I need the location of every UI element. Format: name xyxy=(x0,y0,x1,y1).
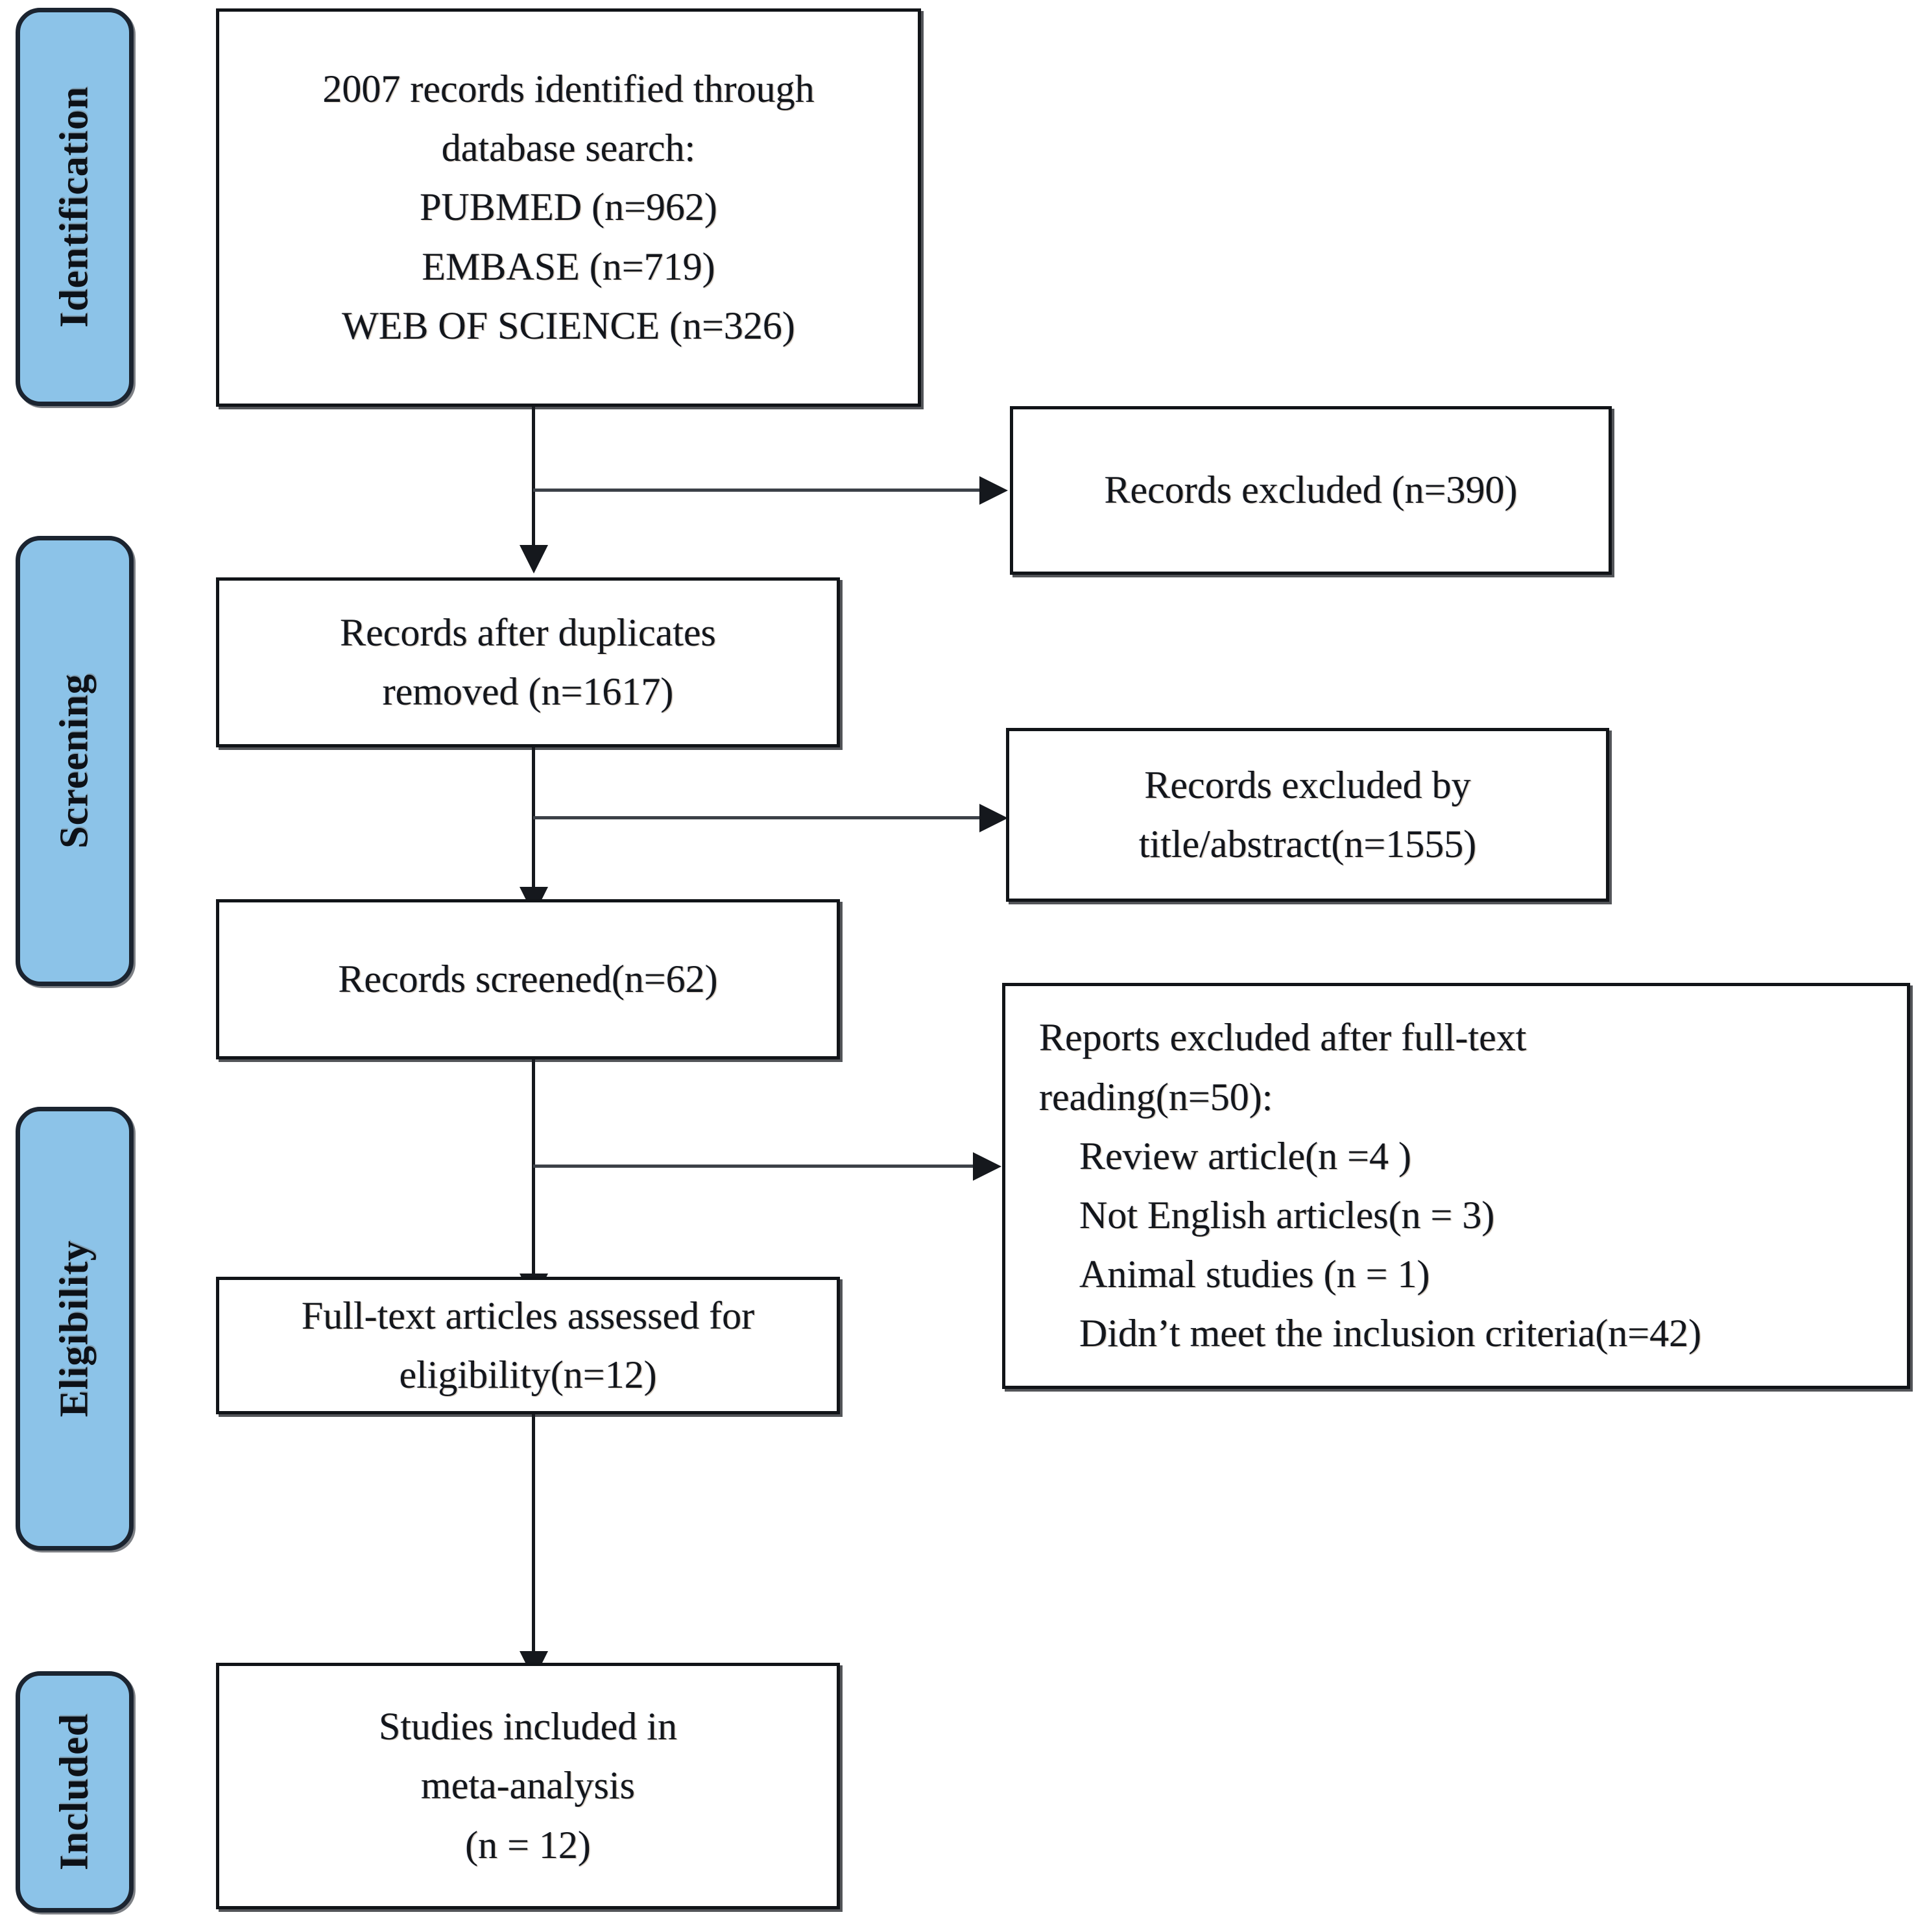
arrowhead-to-title-abstract xyxy=(979,804,1008,832)
reports-excluded-line-2: reading(n=50): xyxy=(1039,1075,1273,1118)
box-records-screened: Records screened(n=62) xyxy=(216,899,840,1059)
records-excluded-line-1: Records excluded (n=390) xyxy=(1104,468,1518,512)
connector-screened-to-full-text xyxy=(532,1058,535,1279)
records-identified-line-3: PUBMED (n=962) xyxy=(420,186,717,229)
box-records-excluded: Records excluded (n=390) xyxy=(1010,406,1612,575)
records-identified-line-4: EMBASE (n=719) xyxy=(422,245,715,288)
records-excluded-title-abstract-line-1: Records excluded by xyxy=(1144,763,1471,806)
connector-after-duplicates-to-title-abstract xyxy=(533,816,981,819)
arrowhead-to-after-duplicates xyxy=(520,545,548,574)
phase-pill-identification: Identification xyxy=(16,8,134,406)
box-records-excluded-title-abstract: Records excluded by title/abstract(n=155… xyxy=(1006,728,1609,902)
box-full-text-articles-assessed: Full-text articles assessed for eligibil… xyxy=(216,1277,840,1414)
studies-included-line-2: meta-analysis xyxy=(421,1764,635,1807)
phase-pill-eligibility: Eligibility xyxy=(16,1107,134,1551)
phase-label-identification: Identification xyxy=(52,86,97,328)
records-after-duplicates-line-1: Records after duplicates xyxy=(340,610,716,654)
phase-label-included: Included xyxy=(52,1713,97,1871)
arrowhead-to-reports-excluded xyxy=(973,1152,1001,1181)
box-studies-included: Studies included in meta-analysis (n = 1… xyxy=(216,1663,840,1909)
records-identified-line-2: database search: xyxy=(441,127,696,170)
arrowhead-to-records-excluded xyxy=(979,476,1008,505)
records-excluded-title-abstract-line-2: title/abstract(n=1555) xyxy=(1138,823,1477,865)
connector-screened-to-reports-excluded xyxy=(533,1165,974,1168)
connector-identified-to-after-duplicates xyxy=(532,407,535,547)
box-records-after-duplicates: Records after duplicates removed (n=1617… xyxy=(216,577,840,747)
records-identified-line-1: 2007 records identified through xyxy=(322,67,815,111)
studies-included-line-3: (n = 12) xyxy=(465,1823,591,1866)
records-screened-line-1: Records screened(n=62) xyxy=(338,957,718,1000)
reports-excluded-reason-4: Didn’t meet the inclusion criteria(n=42) xyxy=(1079,1312,1702,1355)
records-after-duplicates-line-2: removed (n=1617) xyxy=(382,670,674,713)
reports-excluded-reason-3: Animal studies (n = 1) xyxy=(1079,1253,1430,1296)
phase-pill-screening: Screening xyxy=(16,536,134,986)
phase-label-eligibility: Eligibility xyxy=(52,1240,97,1418)
full-text-assessed-line-1: Full-text articles assessed for xyxy=(301,1294,755,1337)
reports-excluded-reason-2: Not English articles(n = 3) xyxy=(1079,1194,1495,1237)
full-text-assessed-line-2: eligibility(n=12) xyxy=(399,1353,657,1396)
reports-excluded-reason-1: Review article(n =4 ) xyxy=(1079,1134,1411,1177)
box-reports-excluded-full-text: Reports excluded after full-text reading… xyxy=(1002,983,1910,1389)
phase-label-screening: Screening xyxy=(52,673,97,849)
connector-identified-to-records-excluded xyxy=(533,489,981,492)
studies-included-line-1: Studies included in xyxy=(379,1705,677,1748)
records-identified-line-5: WEB OF SCIENCE (n=326) xyxy=(342,304,795,347)
reports-excluded-line-1: Reports excluded after full-text xyxy=(1039,1016,1527,1059)
phase-pill-included: Included xyxy=(16,1671,134,1913)
box-records-identified: 2007 records identified through database… xyxy=(216,8,921,407)
connector-full-text-to-included xyxy=(532,1414,535,1654)
